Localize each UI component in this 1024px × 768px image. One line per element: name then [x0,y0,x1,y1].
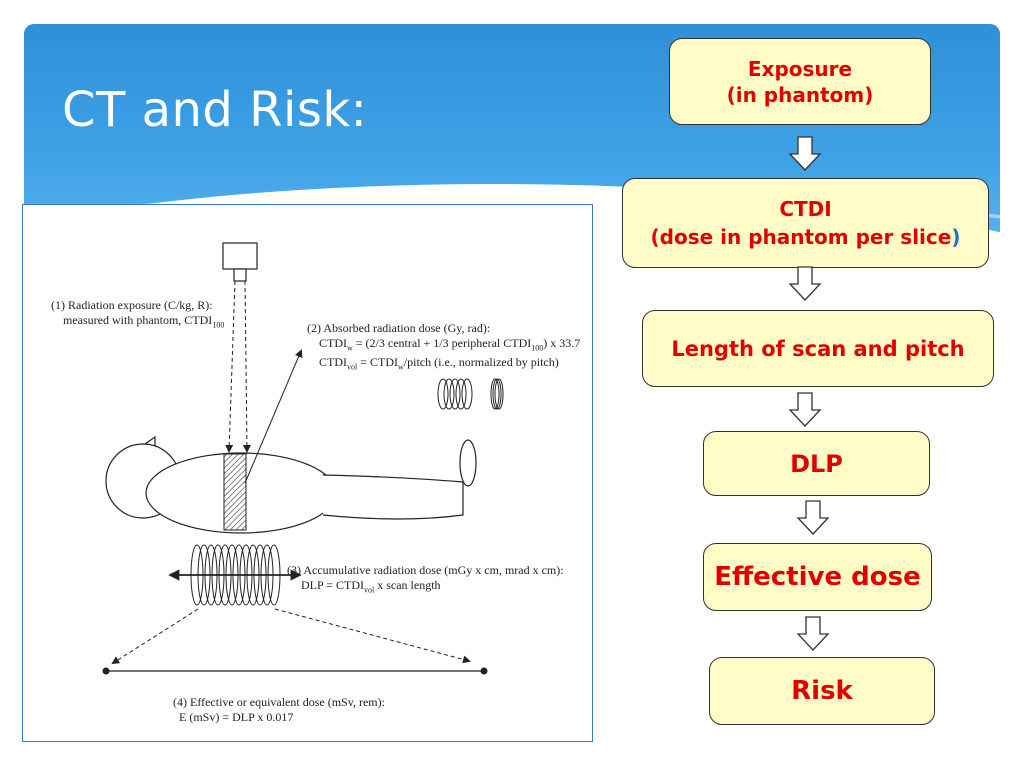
effective-dose-line-start [102,667,110,675]
flow-step-subtitle: (in phantom) [726,82,874,107]
label-subscript: w [398,362,404,372]
flow-step-dlp: DLP [703,431,930,496]
down-arrow-icon [796,616,830,651]
label-text: = (2/3 central + 1/3 peripheral CTDI [352,336,532,350]
flow-step-ctdi: CTDI (dose in phantom per slice) [622,178,989,268]
flow-step-risk: Risk [709,657,935,725]
flow-step-title: DLP [790,449,843,478]
label-text: measured with phantom, CTDI [63,313,213,327]
label-subscript: 100 [212,320,225,330]
flow-paren-close: ) [951,225,961,249]
label-absorbed-dose: (2) Absorbed radiation dose (Gy, rad): C… [307,321,580,375]
flow-step-title: CTDI [779,197,832,221]
xray-tube-icon [222,242,258,270]
label-text: CTDI [319,355,347,370]
label-effective-dose-formula: E (mSv) = DLP x 0.017 [179,710,294,724]
down-arrow-icon [788,266,822,301]
label-effective-dose: (4) Effective or equivalent dose (mSv, r… [173,695,385,725]
flow-step-subtitle: (dose in phantom per slice) [651,223,961,251]
effective-dose-line-end [480,667,488,675]
helix-compressed-icon [490,378,504,410]
label-radiation-exposure: (1) Radiation exposure (C/kg, R): measur… [51,298,224,332]
label-text: /pitch (i.e., normalized by pitch) [403,355,559,370]
flow-paren-open: ( [650,225,660,249]
label-text: x scan length [374,578,441,592]
label-text: ) x 33.7 [543,336,581,350]
down-arrow-icon [796,500,830,535]
flow-step-title: Exposure [747,56,853,81]
flow-step-title: Effective dose [714,562,921,592]
flow-step-effective-dose: Effective dose [703,543,932,611]
ct-dose-diagram: (1) Radiation exposure (C/kg, R): measur… [22,204,593,742]
down-arrow-icon [788,136,822,171]
label-text: DLP = CTDI [301,578,364,592]
label-accumulative-dose: (3) Accumulative radiation dose (mGy x c… [287,563,564,597]
beam-line-left [225,280,236,453]
xray-tube-collimator-icon [233,268,247,282]
label-radiation-exposure-detail: measured with phantom, CTDI100 [51,313,224,332]
label-accumulative-dose-title: (3) Accumulative radiation dose (mGy x c… [287,563,564,577]
patient-feet-icon [459,439,477,487]
label-text: CTDI [319,336,347,350]
ct-dose-diagram-graphic [102,242,504,675]
banner-wave-highlight [24,194,1000,274]
label-subscript: w [347,343,353,353]
label-effective-dose-title: (4) Effective or equivalent dose (mSv, r… [173,695,385,709]
label-absorbed-dose-title: (2) Absorbed radiation dose (Gy, rad): [307,321,491,335]
beam-line-right [242,280,251,453]
projection-line-left [111,608,199,665]
label-dlp-formula: DLP = CTDIvol x scan length [287,578,564,597]
helix-small-icon [437,378,473,410]
patient-legs-icon [322,474,464,520]
label-text: = CTDI [357,355,398,370]
label-subscript: vol [347,362,358,372]
label-ctdiw-formula: CTDIw = (2/3 central + 1/3 peripheral CT… [307,336,580,355]
projection-line-right [274,608,471,664]
flow-step-exposure: Exposure (in phantom) [669,38,931,125]
flow-step-title: Length of scan and pitch [671,336,965,361]
slide-title: CT and Risk: [62,82,368,138]
label-subscript: 100 [531,343,544,353]
label-subscript: vol [364,585,375,595]
label-ctdivol-formula: CTDIvol = CTDIw/pitch (i.e., normalized … [307,355,580,374]
flow-step-subtitle-text: dose in phantom per slice [659,225,952,249]
flow-step-title: Risk [791,676,853,706]
label-radiation-exposure-title: (1) Radiation exposure (C/kg, R): [51,298,213,312]
scan-slice [223,453,247,531]
down-arrow-icon [788,392,822,427]
absorbed-dose-pointer [244,349,303,484]
flow-step-length-pitch: Length of scan and pitch [642,310,994,387]
